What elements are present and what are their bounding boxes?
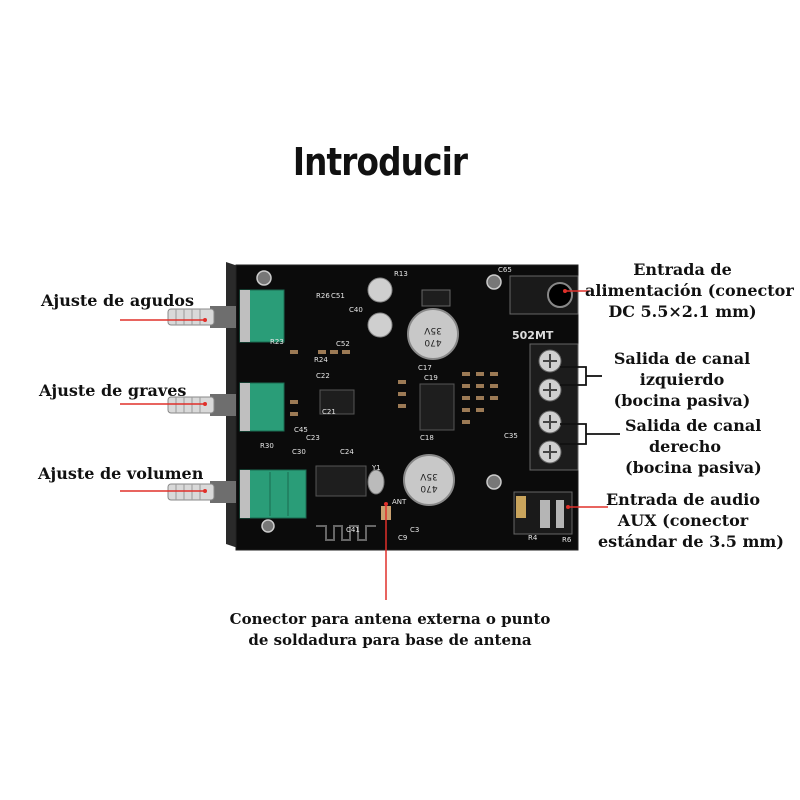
left-channel-line: izquierdo <box>639 370 725 389</box>
right-channel-label: Salida de canal derecho (bocina pasiva) <box>625 415 762 478</box>
svg-text:C17: C17 <box>418 364 432 372</box>
svg-text:C21: C21 <box>322 408 336 416</box>
diode <box>421 289 451 307</box>
terminal-screw <box>538 378 562 402</box>
svg-text:C9: C9 <box>398 534 407 542</box>
crystal <box>367 469 385 495</box>
right-channel-line: derecho <box>648 437 722 456</box>
svg-text:Y1: Y1 <box>371 464 381 472</box>
output-brackets <box>560 366 620 445</box>
svg-text:R4: R4 <box>528 534 538 542</box>
treble-adjust-label: Ajuste de agudos <box>41 291 194 310</box>
svg-text:C22: C22 <box>316 372 330 380</box>
leader-lines <box>120 290 608 600</box>
small-capacitor <box>367 312 393 338</box>
svg-text:C18: C18 <box>420 434 434 442</box>
svg-text:ANT: ANT <box>392 498 407 506</box>
svg-text:R6: R6 <box>562 536 572 544</box>
mounting-hole <box>486 474 502 490</box>
svg-text:C45: C45 <box>294 426 308 434</box>
volume-potentiometer <box>239 469 307 519</box>
svg-text:C51: C51 <box>331 292 345 300</box>
svg-text:C19: C19 <box>424 374 438 382</box>
right-channel-line: Salida de canal <box>625 416 762 435</box>
svg-text:C41: C41 <box>346 526 360 534</box>
mounting-hole <box>261 519 275 533</box>
volume-adjust-label: Ajuste de volumen <box>38 464 204 483</box>
svg-text:C23: C23 <box>306 434 320 442</box>
svg-text:C65: C65 <box>498 266 512 274</box>
mounting-hole <box>486 274 502 290</box>
svg-text:R30: R30 <box>260 442 274 450</box>
volume-knob <box>167 481 236 503</box>
antenna-line: Conector para antena externa o punto <box>229 610 551 628</box>
power-input-line: Entrada de <box>633 260 732 279</box>
terminal-screw <box>538 410 562 434</box>
svg-text:R26: R26 <box>316 292 330 300</box>
bluetooth-ic <box>315 465 367 497</box>
svg-text:C24: C24 <box>340 448 354 456</box>
svg-text:C3: C3 <box>410 526 419 534</box>
left-channel-line: Salida de canal <box>613 349 751 368</box>
treble-knob <box>167 306 236 328</box>
aux-input-line: AUX (conector <box>617 511 749 530</box>
power-input-line: DC 5.5×2.1 mm) <box>608 302 757 321</box>
svg-text:C30: C30 <box>292 448 306 456</box>
power-input-label: Entrada de alimentación (conector DC 5.5… <box>585 259 794 322</box>
capacitor-text: 470 <box>424 337 441 347</box>
svg-text:R24: R24 <box>314 356 328 364</box>
bass-adjust-label: Ajuste de graves <box>39 381 187 400</box>
model-marking: 502MT <box>512 329 554 342</box>
capacitor-text: 35V <box>423 325 441 335</box>
mounting-hole <box>256 270 272 286</box>
svg-text:C35: C35 <box>504 432 518 440</box>
capacitor-text: 470 <box>420 483 437 493</box>
svg-text:R13: R13 <box>394 270 408 278</box>
electrolytic-capacitor: 470 35V <box>407 308 459 360</box>
amplifier-ic <box>419 383 455 431</box>
left-channel-label: Salida de canal izquierdo (bocina pasiva… <box>607 348 757 411</box>
bass-knob <box>167 394 236 416</box>
pcb-antenna <box>316 525 376 541</box>
aux-input-line: Entrada de audio <box>605 490 760 509</box>
aux-input-label: Entrada de audio AUX (conector estándar … <box>598 489 784 552</box>
antenna-label: Conector para antena externa o punto de … <box>215 609 565 651</box>
page-title: Introducir <box>292 140 468 184</box>
svg-text:C40: C40 <box>349 306 363 314</box>
svg-text:R23: R23 <box>270 338 284 346</box>
svg-text:C52: C52 <box>336 340 350 348</box>
terminal-screw <box>538 440 562 464</box>
right-channel-line: (bocina pasiva) <box>625 458 762 477</box>
antenna-line: de soldadura para base de antena <box>248 631 532 649</box>
aux-input-line: estándar de 3.5 mm) <box>598 532 784 551</box>
op-amp-ic <box>319 389 355 415</box>
left-channel-line: (bocina pasiva) <box>613 391 751 410</box>
capacitor-text: 35V <box>419 471 437 481</box>
small-capacitor <box>367 277 393 303</box>
power-input-line: alimentación (conector <box>585 281 794 300</box>
terminal-screw <box>538 349 562 373</box>
electrolytic-capacitor: 470 35V <box>403 454 455 506</box>
